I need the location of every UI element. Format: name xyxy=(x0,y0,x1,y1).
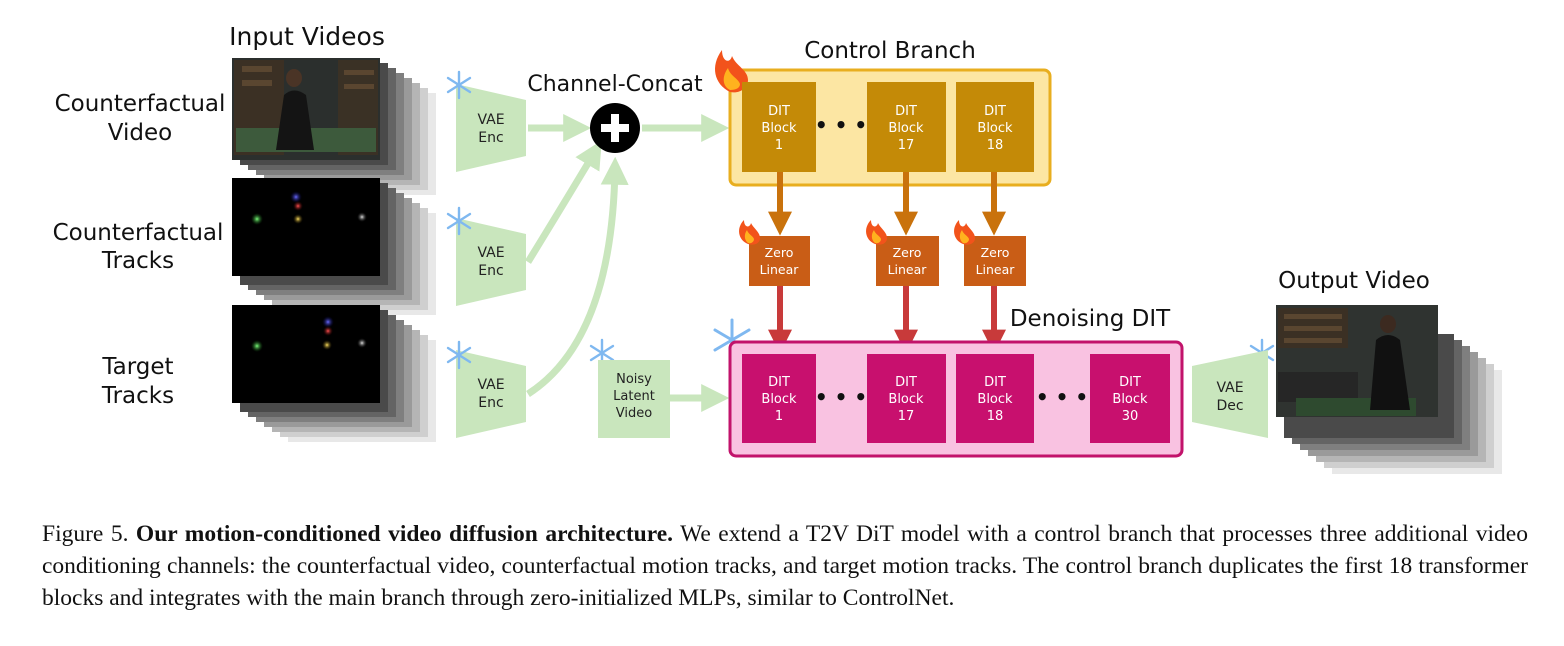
denoise-block-18-l3: 18 xyxy=(987,409,1004,424)
denoise-block-18-l2: Block xyxy=(977,392,1013,407)
zero-linear-2-l2: Linear xyxy=(888,262,928,277)
noisy-line3: Video xyxy=(616,406,652,421)
snowflake-icon xyxy=(446,340,472,370)
vae-enc-1-line2: Enc xyxy=(478,130,503,146)
denoise-block-17-l3: 17 xyxy=(898,409,915,424)
denoise-block-18: DIT Block 18 xyxy=(956,354,1034,443)
control-block-1-l3: 1 xyxy=(775,138,783,153)
vae-dec-line2: Dec xyxy=(1216,398,1243,414)
counterfactual-video-stack xyxy=(232,58,436,195)
label-target-tracks-2: Tracks xyxy=(101,383,174,409)
denoise-block-18-l1: DIT xyxy=(984,375,1006,390)
denoise-block-30: DIT Block 30 xyxy=(1090,354,1170,443)
zero-linear-1-l2: Linear xyxy=(760,262,800,277)
label-counterfactual-tracks-2: Tracks xyxy=(101,248,174,274)
control-block-17: DIT Block 17 xyxy=(867,82,946,172)
snowflake-icon xyxy=(446,206,472,236)
target-tracks-frame xyxy=(232,305,380,403)
architecture-diagram: Input Videos Counterfactual Video xyxy=(53,22,1502,474)
output-video-stack xyxy=(1276,305,1502,474)
zero-linear-2-l1: Zero xyxy=(893,245,922,260)
control-block-18: DIT Block 18 xyxy=(956,82,1034,172)
zero-linear-1-l1: Zero xyxy=(765,245,794,260)
vae-enc-1: VAE Enc xyxy=(456,84,526,172)
denoise-block-1-l2: Block xyxy=(761,392,797,407)
caption-label: Figure 5. xyxy=(42,521,129,547)
caption-bold-title: Our motion-conditioned video diffusion a… xyxy=(135,521,674,547)
control-block-17-l1: DIT xyxy=(895,104,917,119)
control-block-1: DIT Block 1 xyxy=(742,82,816,172)
fire-icon xyxy=(866,220,887,245)
label-counterfactual-tracks-1: Counterfactual xyxy=(53,220,224,246)
output-video-title: Output Video xyxy=(1278,268,1430,294)
caption-body: We extend a T2V DiT model with a control… xyxy=(42,521,1528,611)
label-counterfactual-video-1: Counterfactual xyxy=(55,91,226,117)
vae-enc-2-line2: Enc xyxy=(478,263,503,279)
figure-caption: Figure 5. Our motion-conditioned video d… xyxy=(42,518,1528,614)
denoise-block-30-l1: DIT xyxy=(1119,375,1141,390)
vae-enc-3-line1: VAE xyxy=(477,377,504,393)
vae-enc-1-line1: VAE xyxy=(477,112,504,128)
control-block-17-l3: 17 xyxy=(898,138,915,153)
zero-linear-3-l2: Linear xyxy=(976,262,1016,277)
control-block-17-l2: Block xyxy=(888,121,924,136)
fire-icon xyxy=(954,220,975,245)
denoising-dit-title: Denoising DIT xyxy=(1010,306,1171,332)
control-ellipsis: • • • xyxy=(815,113,867,137)
control-branch-title: Control Branch xyxy=(804,38,976,64)
control-block-18-l1: DIT xyxy=(984,104,1006,119)
zero-linear-3-l1: Zero xyxy=(981,245,1010,260)
counterfactual-tracks-frame xyxy=(232,178,380,276)
denoise-block-30-l3: 30 xyxy=(1122,409,1139,424)
label-counterfactual-video-2: Video xyxy=(108,120,172,146)
denoise-block-17-l2: Block xyxy=(888,392,924,407)
noisy-latent-video-box: Noisy Latent Video xyxy=(598,360,670,438)
channel-concat-label: Channel-Concat xyxy=(527,72,703,97)
enc-to-concat-arrows xyxy=(525,114,730,397)
control-block-18-l2: Block xyxy=(977,121,1013,136)
vae-enc-3: VAE Enc xyxy=(456,350,526,438)
vae-enc-2: VAE Enc xyxy=(456,218,526,306)
denoise-block-1-l3: 1 xyxy=(775,409,783,424)
target-tracks-stack xyxy=(232,305,436,442)
input-videos-title: Input Videos xyxy=(229,22,385,51)
noisy-line1: Noisy xyxy=(616,372,652,387)
control-block-18-l3: 18 xyxy=(987,138,1004,153)
concat-plus-icon xyxy=(590,103,640,153)
vae-enc-3-line2: Enc xyxy=(478,395,503,411)
zero-linear-2: Zero Linear xyxy=(876,236,939,286)
control-block-1-l1: DIT xyxy=(768,104,790,119)
vae-dec: VAE Dec xyxy=(1192,350,1268,438)
zero-linear-1: Zero Linear xyxy=(749,236,810,286)
denoise-block-1-l1: DIT xyxy=(768,375,790,390)
zero-linear-3: Zero Linear xyxy=(964,236,1026,286)
label-target-tracks-1: Target xyxy=(101,354,173,380)
control-block-1-l2: Block xyxy=(761,121,797,136)
vae-enc-2-line1: VAE xyxy=(477,245,504,261)
denoise-block-17: DIT Block 17 xyxy=(867,354,946,443)
noisy-line2: Latent xyxy=(613,389,655,404)
zero-to-denoise-arrows xyxy=(768,286,1006,354)
denoise-ellipsis-1: • • • xyxy=(815,385,867,409)
denoise-block-17-l1: DIT xyxy=(895,375,917,390)
denoise-block-1: DIT Block 1 xyxy=(742,354,816,443)
vae-dec-line1: VAE xyxy=(1216,380,1243,396)
snowflake-icon xyxy=(446,70,472,100)
control-to-zero-arrows xyxy=(768,172,1006,236)
fire-icon xyxy=(739,220,760,245)
denoise-block-30-l2: Block xyxy=(1112,392,1148,407)
denoise-ellipsis-2: • • • xyxy=(1036,385,1088,409)
fire-icon xyxy=(715,50,748,93)
counterfactual-tracks-stack xyxy=(232,178,436,315)
